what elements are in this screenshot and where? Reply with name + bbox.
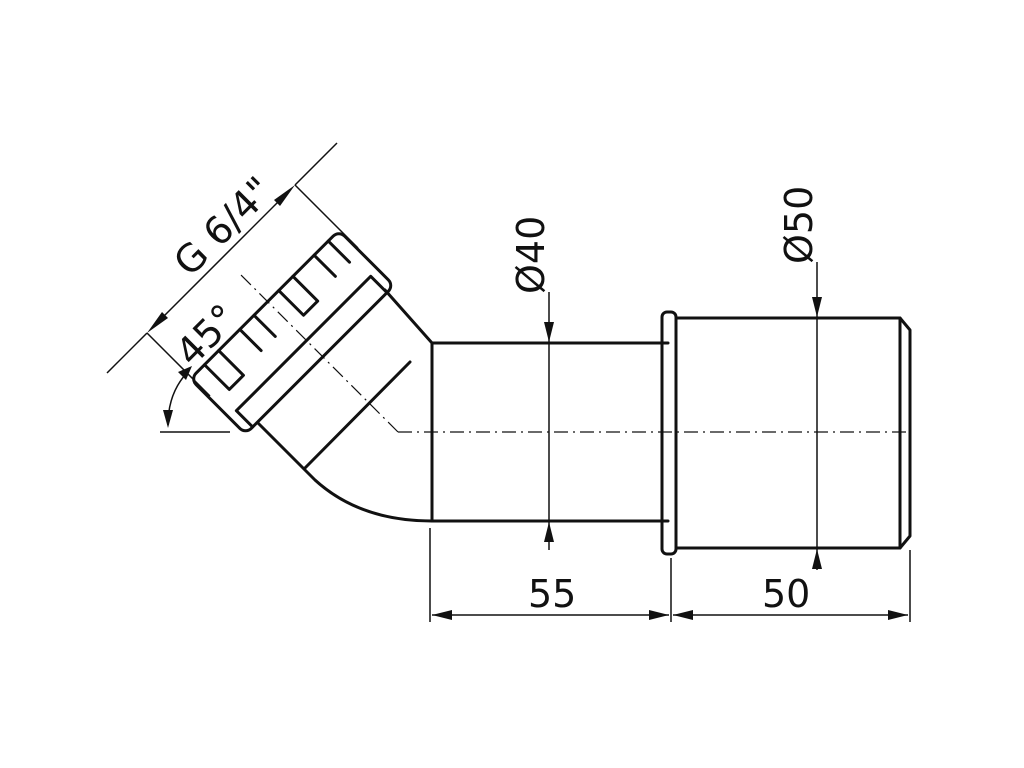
length-pipe-dimension: 55	[429, 528, 672, 622]
thread-arrow-upper	[274, 185, 295, 206]
angle-label: 45°	[167, 296, 246, 375]
thread-extension-line-2	[294, 142, 338, 186]
pipe-bend-upper-edge	[383, 288, 434, 345]
d40-arrow-top	[544, 322, 554, 342]
thread-extension-line-upper	[294, 184, 359, 249]
thread-dimension-line	[150, 188, 292, 330]
length-55-arrow-left	[432, 610, 452, 620]
socket-collar	[660, 310, 678, 556]
d40-arrow-bottom	[544, 522, 554, 542]
d40-label: Ø40	[509, 216, 553, 294]
length-50-arrow-left	[673, 610, 693, 620]
thread-label: G 6/4"	[165, 168, 281, 284]
socket-d50	[674, 316, 912, 550]
thread-extension-line-lower	[146, 332, 211, 397]
pipe-bend-curve	[256, 421, 434, 523]
centre-line-angled	[239, 273, 399, 433]
d50-arrow-bottom	[812, 549, 822, 569]
length-50-label: 50	[762, 572, 810, 616]
length-socket-dimension: 50	[673, 550, 911, 622]
length-55-arrow-right	[649, 610, 669, 620]
thread-arrow-lower	[147, 312, 168, 333]
collar-flange	[660, 310, 678, 556]
diameter-d50-dimension: Ø50	[777, 186, 822, 570]
union-nut-inner	[234, 274, 389, 429]
angle-arrow-top	[178, 366, 192, 380]
pipe-bend-body	[256, 288, 670, 523]
angle-arrow-bottom	[163, 410, 173, 428]
union-nut-slots	[203, 239, 351, 391]
d50-arrow-top	[812, 297, 822, 317]
union-nut	[192, 232, 393, 433]
length-55-label: 55	[528, 572, 576, 616]
d50-label: Ø50	[777, 186, 821, 264]
union-nut-outer	[192, 232, 393, 433]
pipe-bend-inner-line	[303, 360, 412, 470]
thread-extension-line-1	[106, 332, 148, 374]
diameter-d40-dimension: Ø40	[509, 216, 554, 550]
length-50-arrow-right	[888, 610, 908, 620]
socket-body	[674, 316, 912, 550]
